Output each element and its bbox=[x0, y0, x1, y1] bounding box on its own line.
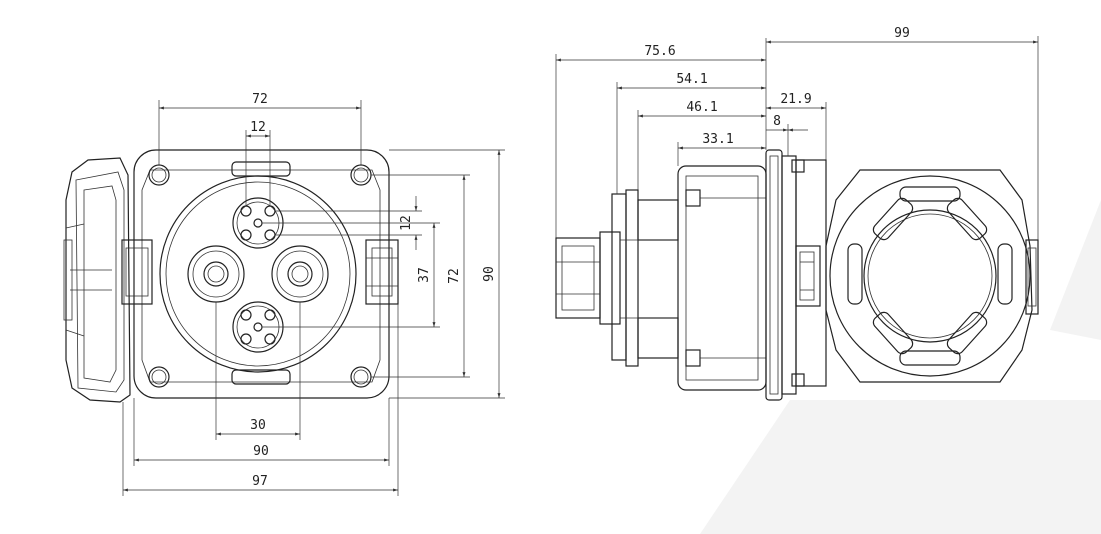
front-view: 72 12 12 37 72 90 bbox=[63, 92, 505, 496]
housing-body bbox=[677, 165, 767, 391]
dim-body-depth-c: 33.1 bbox=[702, 132, 733, 147]
dim-body-depth-a: 54.1 bbox=[676, 72, 707, 87]
dim-pin-spacing-top: 12 bbox=[250, 120, 266, 135]
protective-cap bbox=[825, 169, 1039, 383]
flip-cap bbox=[63, 157, 131, 403]
rear-terminals bbox=[555, 189, 679, 367]
dim-dc-spacing-bottom: 30 bbox=[250, 418, 266, 433]
dc-power-pins bbox=[187, 245, 329, 303]
dim-flange-to-cap: 21.9 bbox=[780, 92, 811, 107]
cap-vents bbox=[847, 186, 1013, 366]
dim-flange-thickness: 8 bbox=[773, 114, 781, 129]
watermark-stripes bbox=[700, 200, 1101, 534]
side-dimensions: 75.6 99 54.1 21.9 46.1 8 bbox=[555, 26, 1039, 240]
dim-flange-height: 90 bbox=[482, 266, 497, 282]
dim-front-cap-depth: 99 bbox=[894, 26, 910, 41]
front-dimensions: 72 12 12 37 72 90 bbox=[122, 92, 505, 496]
dim-overall-width: 97 bbox=[252, 474, 268, 489]
dim-body-depth-b: 46.1 bbox=[686, 100, 717, 115]
side-view: 75.6 99 54.1 21.9 46.1 8 bbox=[555, 26, 1039, 401]
dim-flange-width: 90 bbox=[253, 444, 269, 459]
side-flange bbox=[765, 149, 797, 401]
front-housing bbox=[791, 159, 827, 387]
dim-dc-center-vertical: 37 bbox=[417, 267, 432, 283]
front-flange bbox=[133, 149, 390, 399]
socket-face bbox=[159, 175, 357, 373]
dim-overall-rear-depth: 75.6 bbox=[644, 44, 675, 59]
dim-hole-spacing-top: 72 bbox=[252, 92, 268, 107]
dim-hole-spacing-side: 72 bbox=[447, 268, 462, 284]
